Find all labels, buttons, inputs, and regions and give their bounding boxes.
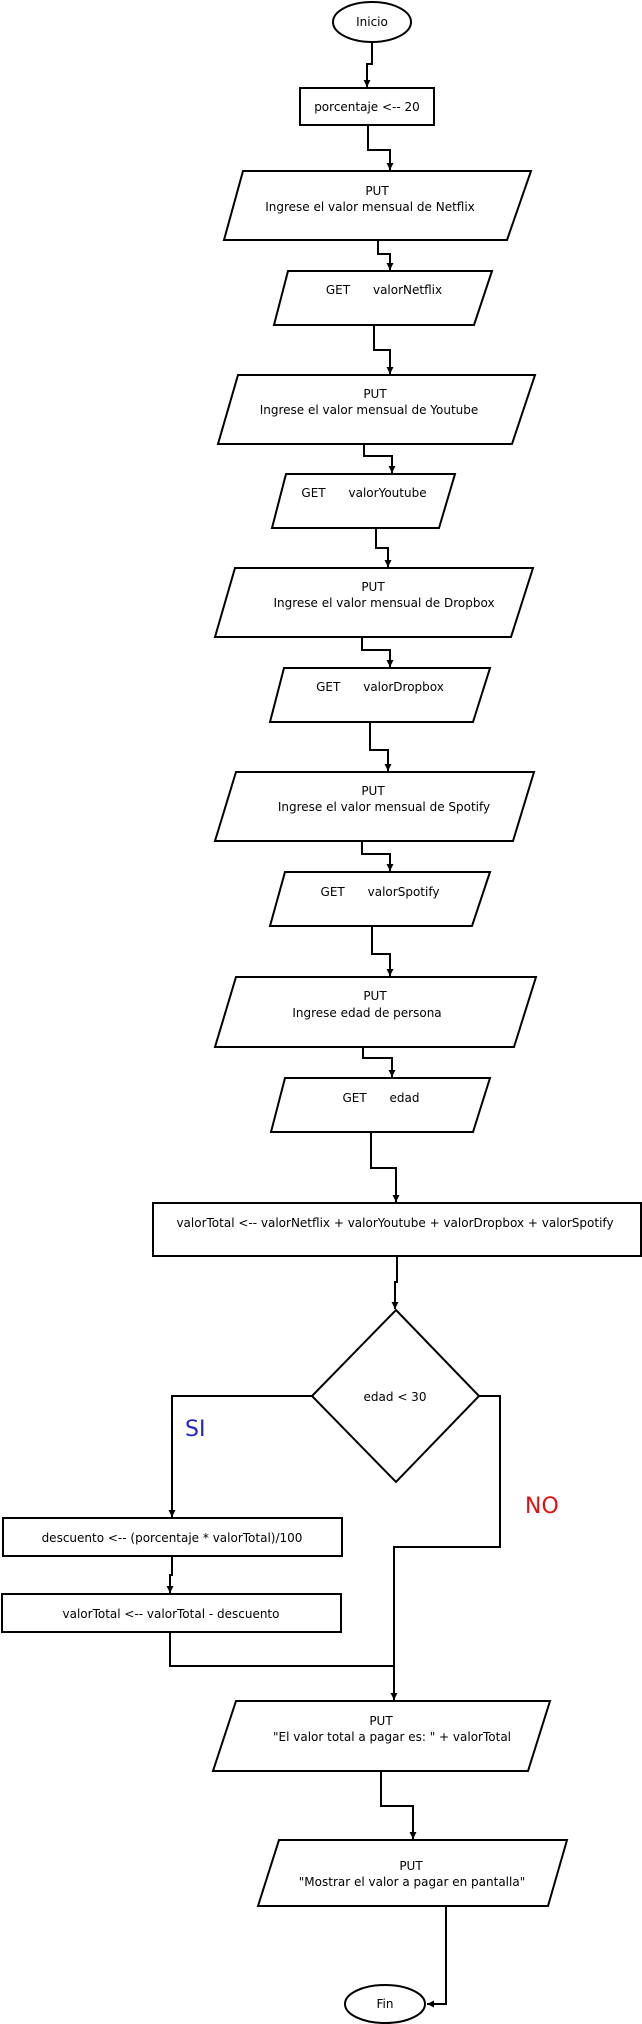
node-label-1: PUT <box>361 580 385 594</box>
edge-put-edad-get-edad <box>362 1047 396 1077</box>
node-label-2: "El valor total a pagar es: " + valorTot… <box>273 1730 511 1744</box>
io-shape <box>269 1077 492 1133</box>
branch-label-si: SI <box>185 1417 205 1442</box>
edge-get-spotify-put-edad <box>371 926 394 976</box>
node-label: porcentaje <-- 20 <box>314 100 420 114</box>
node-inicio: Inicio <box>332 1 412 43</box>
branch-label-no: NO <box>525 1494 559 1519</box>
node-label: valorTotal <-- valorTotal - descuento <box>63 1607 280 1621</box>
io-shape <box>268 667 492 723</box>
node-label-2: Ingrese el valor mensual de Spotify <box>278 800 490 814</box>
terminal-shape <box>344 1984 426 2024</box>
node-put-edad: PUT Ingrese edad de persona <box>213 976 538 1048</box>
node-label: GET valorNetflix <box>326 283 442 297</box>
node-label: GET valorDropbox <box>316 680 444 694</box>
io-shape <box>256 1839 569 1907</box>
node-label: Fin <box>377 1997 394 2011</box>
node-label: edad < 30 <box>364 1390 427 1404</box>
node-get-netflix: GET valorNetflix <box>272 270 494 326</box>
node-get-edad: GET edad <box>269 1077 492 1133</box>
edge-put-spotify-get-spotify <box>361 841 394 871</box>
node-put-youtube: PUT Ingrese el valor mensual de Youtube <box>216 374 537 445</box>
edge-decision-yes <box>168 1395 312 1517</box>
process-shape <box>1 1593 342 1633</box>
node-descuento: descuento <-- (porcentaje * valorTotal)/… <box>2 1517 343 1557</box>
node-porcentaje: porcentaje <-- 20 <box>299 87 435 126</box>
io-shape <box>211 1700 552 1772</box>
node-label: GET edad <box>342 1091 419 1105</box>
node-put-dropbox: PUT Ingrese el valor mensual de Dropbox <box>213 567 535 638</box>
flow-edges <box>166 42 501 2008</box>
node-put-spotify: PUT Ingrese el valor mensual de Spotify <box>213 771 536 842</box>
io-shape <box>268 871 492 927</box>
node-put-result: PUT "El valor total a pagar es: " + valo… <box>211 1700 552 1772</box>
terminal-shape <box>332 1 412 43</box>
node-label-1: PUT <box>399 1859 423 1873</box>
process-shape <box>152 1202 642 1257</box>
io-shape <box>216 374 537 445</box>
node-label-1: PUT <box>361 784 385 798</box>
edge-put-netflix-get-netflix <box>377 240 394 270</box>
edge-get-dropbox-put-spotify <box>369 722 392 771</box>
node-label-1: PUT <box>365 184 389 198</box>
edge-put-result-put-show <box>380 1771 417 1839</box>
node-total-desc: valorTotal <-- valorTotal - descuento <box>1 1593 342 1633</box>
node-label: descuento <-- (porcentaje * valorTotal)/… <box>42 1531 303 1545</box>
node-put-netflix: PUT Ingrese el valor mensual de Netflix <box>222 170 533 241</box>
decision-shape <box>310 1308 481 1484</box>
edge-descuento-total-desc <box>166 1556 174 1593</box>
node-total: valorTotal <-- valorNetflix + valorYoutu… <box>152 1202 642 1257</box>
io-shape <box>213 976 538 1048</box>
edge-inicio-porcentaje <box>363 42 373 87</box>
process-shape <box>2 1517 343 1557</box>
process-shape <box>299 87 435 126</box>
edge-decision-no <box>390 1395 501 1700</box>
edge-total-decision <box>391 1256 399 1309</box>
io-shape <box>222 170 533 241</box>
node-label: Inicio <box>356 15 388 29</box>
edge-get-youtube-put-dropbox <box>375 528 392 567</box>
io-shape <box>272 270 494 326</box>
node-label-2: Ingrese el valor mensual de Netflix <box>265 200 475 214</box>
edge-put-dropbox-get-dropbox <box>361 637 394 667</box>
edge-porcentaje-put-netflix <box>367 125 394 170</box>
node-label: GET valorSpotify <box>321 885 440 899</box>
node-label-1: PUT <box>363 387 387 401</box>
node-label: GET valorYoutube <box>301 486 426 500</box>
edge-put-show-fin <box>420 1905 447 2008</box>
edge-get-netflix-put-youtube <box>373 325 394 374</box>
node-label-2: Ingrese el valor mensual de Dropbox <box>273 596 494 610</box>
node-put-show: PUT "Mostrar el valor a pagar en pantall… <box>256 1839 569 1907</box>
node-label-2: Ingrese edad de persona <box>292 1006 441 1020</box>
edge-put-youtube-get-youtube <box>363 444 396 473</box>
edge-total-desc-merge <box>169 1632 394 1667</box>
node-label-2: "Mostrar el valor a pagar en pantalla" <box>299 1875 525 1889</box>
node-fin: Fin <box>344 1984 426 2024</box>
edge-get-edad-total <box>370 1132 400 1202</box>
io-shape <box>213 567 535 638</box>
node-get-spotify: GET valorSpotify <box>268 871 492 927</box>
io-shape <box>213 771 536 842</box>
node-label: valorTotal <-- valorNetflix + valorYoutu… <box>176 1216 613 1230</box>
io-shape <box>270 473 457 529</box>
node-decision: edad < 30 <box>310 1308 481 1484</box>
node-label-1: PUT <box>369 1714 393 1728</box>
node-get-youtube: GET valorYoutube <box>270 473 457 529</box>
node-label-1: PUT <box>363 989 387 1003</box>
node-get-dropbox: GET valorDropbox <box>268 667 492 723</box>
node-label-2: Ingrese el valor mensual de Youtube <box>260 403 479 417</box>
